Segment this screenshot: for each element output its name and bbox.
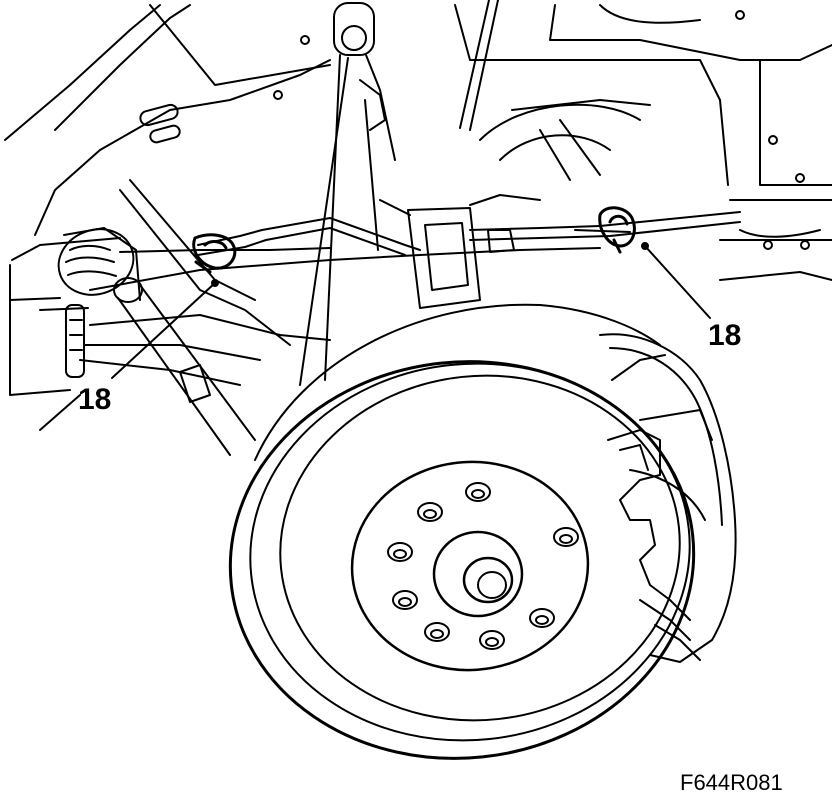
hub-carrier [379,99,651,309]
leader-dot-left [211,279,219,287]
drive-shaft [57,227,256,456]
brake-pipe-clip-right [598,206,636,254]
shock-absorber [299,2,396,386]
callout-leaders [111,242,711,379]
wheel-hub [432,530,524,618]
wheel-bolt-holes [387,482,579,650]
leader-line-right [644,245,711,319]
callout-label-right: 18 [708,319,741,352]
brake-disc [228,303,696,760]
figure-id: F644R081 [680,770,783,795]
callout-label-left: 18 [78,383,111,416]
leader-line-left [111,282,216,379]
brake-pipe-clip-left [192,233,237,274]
chassis-structure [4,0,832,431]
brake-caliper [599,333,737,663]
leader-dot-right [641,242,649,250]
